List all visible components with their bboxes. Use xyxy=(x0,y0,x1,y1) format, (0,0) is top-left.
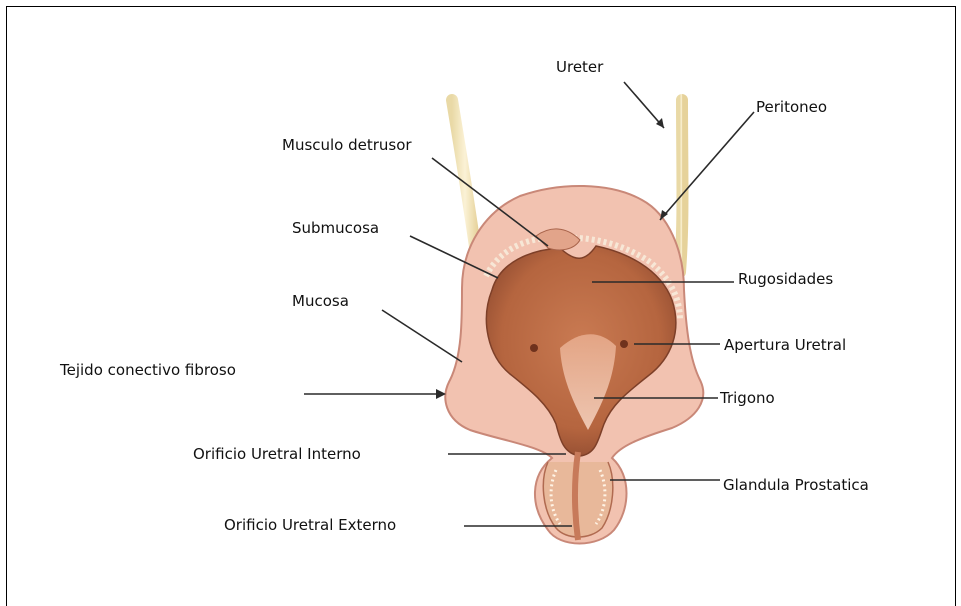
label-ureter: Ureter xyxy=(556,58,603,76)
label-rugosidades: Rugosidades xyxy=(738,270,833,288)
label-orificio-interno: Orificio Uretral Interno xyxy=(193,445,361,463)
label-musculo-detrusor: Musculo detrusor xyxy=(282,136,412,154)
ureter-right-tube xyxy=(680,100,683,272)
apertura-right xyxy=(620,340,628,348)
leader-ureter xyxy=(624,82,664,128)
label-trigono: Trigono xyxy=(720,389,775,407)
urethra-channel xyxy=(575,452,578,540)
label-apertura-uretral: Apertura Uretral xyxy=(724,336,846,354)
label-peritoneo: Peritoneo xyxy=(756,98,827,116)
label-orificio-externo: Orificio Uretral Externo xyxy=(224,516,396,534)
label-mucosa: Mucosa xyxy=(292,292,349,310)
label-tejido-conectivo: Tejido conectivo fibroso xyxy=(60,361,236,379)
label-glandula-prostatica: Glandula Prostatica xyxy=(723,476,869,494)
leader-mucosa xyxy=(382,310,462,362)
apertura-left xyxy=(530,344,538,352)
leader-peritoneo xyxy=(660,112,754,220)
label-submucosa: Submucosa xyxy=(292,219,379,237)
